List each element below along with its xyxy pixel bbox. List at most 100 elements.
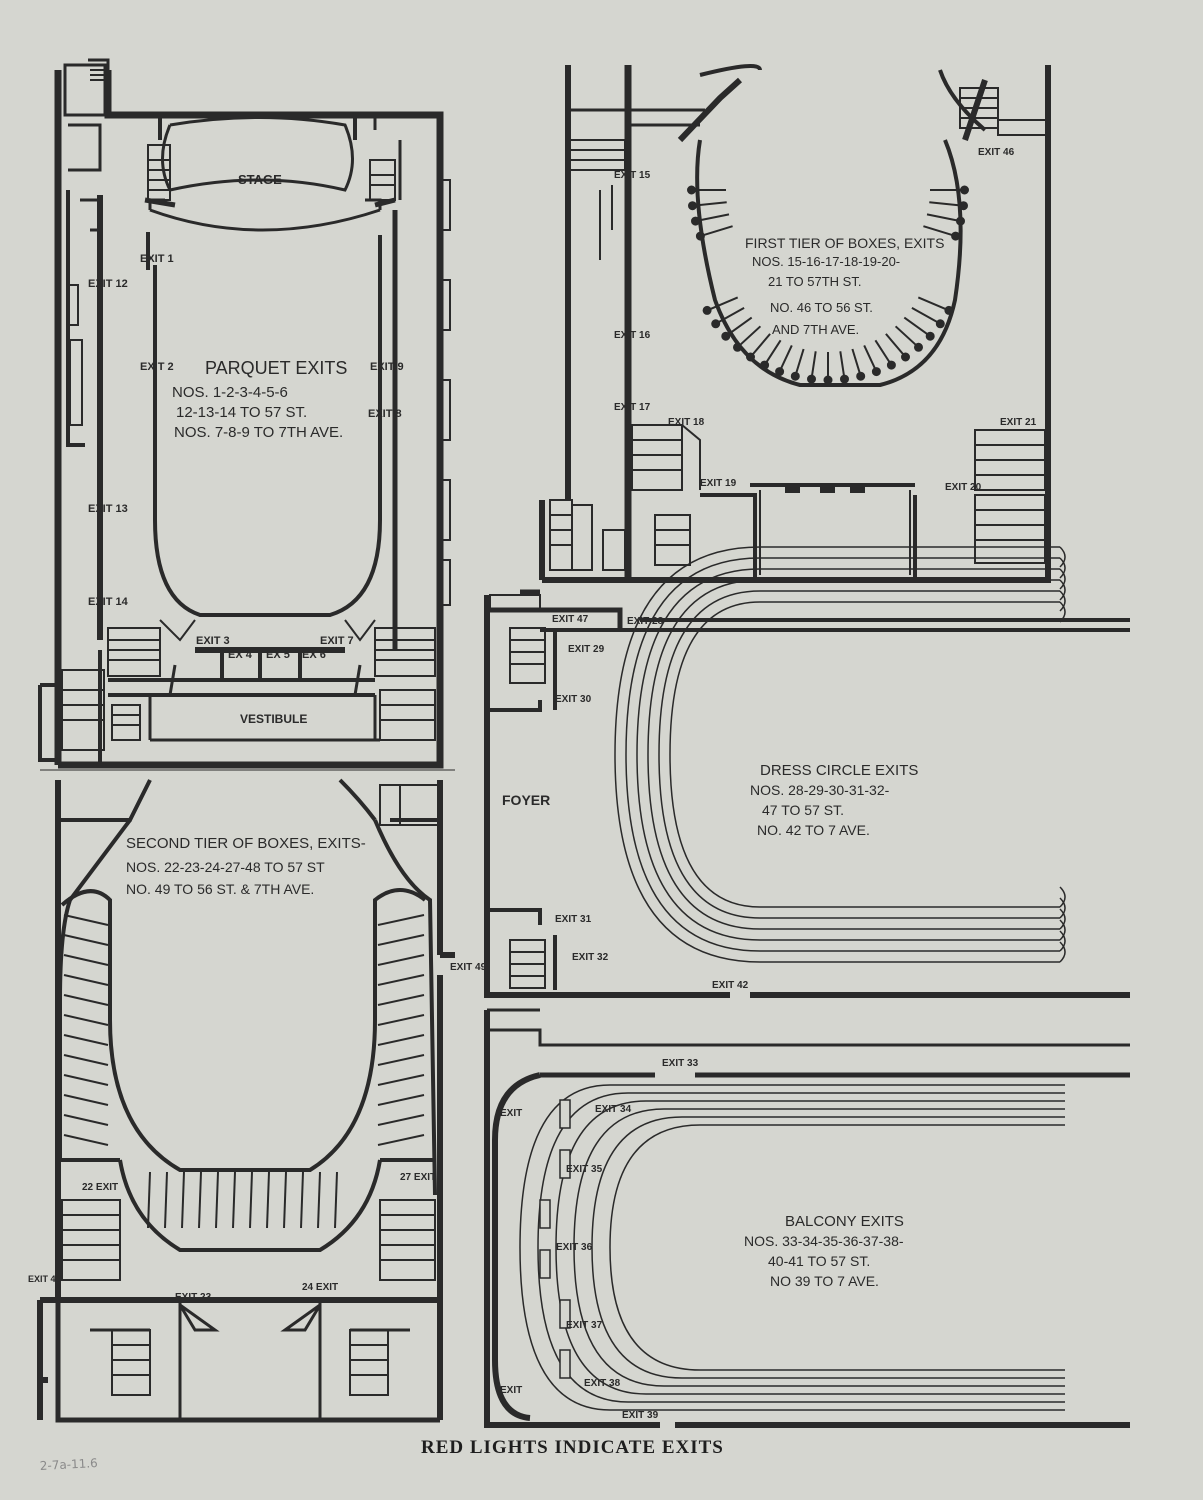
box-marker <box>733 342 742 352</box>
box-partition <box>300 1171 304 1229</box>
box-partition <box>63 1134 109 1146</box>
box-partition <box>911 307 941 325</box>
box-partition <box>929 201 964 207</box>
box-partition <box>377 974 425 986</box>
dress-circle-row <box>636 568 1060 941</box>
box-marker <box>721 331 731 341</box>
exit-door <box>539 1249 551 1279</box>
exit-13-label: EXIT 13 <box>88 503 128 515</box>
dress-circle-row <box>669 601 1060 908</box>
box-marker <box>807 374 816 384</box>
box-partition <box>923 225 956 238</box>
box-partition <box>736 325 762 349</box>
exit-48-label: EXIT 48 <box>28 1274 61 1284</box>
exit-17-label: EXIT 17 <box>614 402 651 413</box>
exit-27-label: 27 EXIT <box>400 1172 436 1183</box>
dress-circle-line-3: NO. 42 TO 7 AVE. <box>757 822 870 838</box>
exit-16-label: EXIT 16 <box>614 330 651 341</box>
dress-circle-tiers <box>614 546 1066 963</box>
dress-circle-row <box>647 579 1060 930</box>
box-partition <box>63 1054 109 1066</box>
exit-9-label: EXIT 9 <box>370 361 404 373</box>
dress-circle-title: DRESS CIRCLE EXITS <box>760 762 918 779</box>
exit-6-label: EX 6 <box>302 649 326 661</box>
exit-49-label: EXIT 49 <box>450 962 487 973</box>
first-tier-line-1: NOS. 15-16-17-18-19-20- <box>752 254 900 269</box>
box-partition <box>377 1034 425 1046</box>
row-end <box>1059 546 1066 963</box>
box-partition <box>874 339 893 366</box>
exit-34-label: EXIT 34 <box>595 1104 632 1115</box>
box-partition <box>63 974 109 986</box>
box-partition <box>181 1171 185 1229</box>
row-end <box>1059 590 1066 919</box>
row-end <box>1059 579 1066 930</box>
stage-label: STAGE <box>238 172 282 187</box>
box-partition <box>63 994 109 1006</box>
exit-39-label: EXIT 39 <box>622 1410 659 1421</box>
exit-19-label: EXIT 19 <box>700 478 737 489</box>
box-partition <box>377 1074 425 1086</box>
box-partition <box>232 1171 236 1229</box>
box-marker <box>687 185 696 195</box>
box-marker <box>823 375 833 385</box>
exit-door <box>559 1149 571 1179</box>
exit-12-label: EXIT 12 <box>88 278 128 290</box>
exit-8-label: EXIT 8 <box>368 408 402 420</box>
balcony-row <box>591 1116 1065 1379</box>
box-marker <box>760 360 770 370</box>
box-partition <box>377 1134 425 1146</box>
box-marker <box>790 371 800 381</box>
second-tier-labels: SECOND TIER OF BOXES, EXITS- NOS. 22-23-… <box>28 835 487 1303</box>
box-partition <box>317 1171 321 1229</box>
foyer-label: FOYER <box>502 792 550 808</box>
balcony-line-2: 40-41 TO 57 ST. <box>768 1253 870 1269</box>
exit-32-label: EXIT 32 <box>572 952 609 963</box>
balcony-row <box>555 1100 1065 1395</box>
first-tier-title: FIRST TIER OF BOXES, EXITS <box>745 235 944 251</box>
exit-2-label: EXIT 2 <box>140 361 174 373</box>
box-partition <box>266 1171 270 1229</box>
exit-22-label: 22 EXIT <box>82 1182 118 1193</box>
row-end <box>1059 568 1066 941</box>
dress-circle-line-2: 47 TO 57 ST. <box>762 802 844 818</box>
box-partition <box>63 1114 109 1126</box>
balcony-row <box>573 1108 1065 1387</box>
dress-circle-labels: FOYER DRESS CIRCLE EXITS NOS. 28-29-30-3… <box>502 614 918 991</box>
box-marker <box>914 342 923 352</box>
exit-33-label: EXIT 33 <box>662 1058 699 1069</box>
exit-door <box>559 1099 571 1129</box>
box-marker <box>959 201 968 211</box>
box-partition <box>749 333 771 358</box>
box-partition <box>377 1094 425 1106</box>
box-partition <box>249 1171 253 1229</box>
box-partition <box>926 213 961 223</box>
box-partition <box>894 325 920 349</box>
box-partition <box>147 1171 151 1229</box>
box-marker <box>775 367 785 377</box>
exit-lower-left-label: EXIT <box>500 1385 522 1396</box>
exit-3-label: EXIT 3 <box>196 635 230 647</box>
balcony-row <box>609 1124 1065 1371</box>
second-tier-line-2: NO. 49 TO 56 ST. & 7TH AVE. <box>126 881 314 897</box>
dress-circle-plan <box>484 589 1130 998</box>
exit-5-label: EX 5 <box>266 649 290 661</box>
dress-circle-line-1: NOS. 28-29-30-31-32- <box>750 782 890 798</box>
box-marker <box>956 216 965 226</box>
exit-14-label: EXIT 14 <box>88 596 129 608</box>
balcony-labels: BALCONY EXITS NOS. 33-34-35-36-37-38- 40… <box>500 1058 904 1421</box>
box-partition <box>903 316 931 338</box>
exit-42-label: EXIT 42 <box>712 980 749 991</box>
parquet-plan <box>38 58 451 769</box>
exit-46-label: EXIT 46 <box>978 147 1015 158</box>
box-partition <box>851 348 862 377</box>
box-marker <box>901 352 910 362</box>
box-partition <box>692 201 727 207</box>
box-partition <box>700 225 733 238</box>
box-marker <box>925 331 935 341</box>
balcony-plan <box>484 1008 1130 1428</box>
footer-caption: RED LIGHTS INDICATE EXITS <box>421 1437 724 1458</box>
second-tier-title: SECOND TIER OF BOXES, EXITS- <box>126 835 366 852</box>
